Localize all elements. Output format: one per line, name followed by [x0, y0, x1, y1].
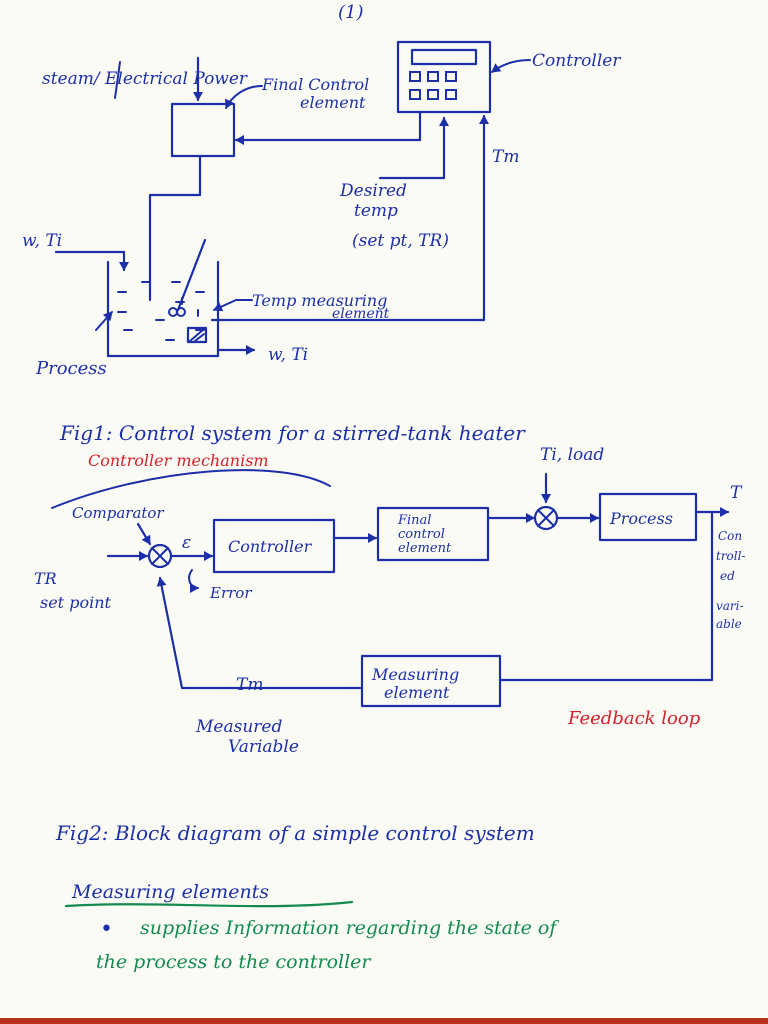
final-control-label: Final Control [261, 75, 369, 94]
process-block [598, 492, 698, 542]
fig2-block-diagram: Controller mechanism Ti, load Comparator… [34, 445, 746, 845]
steam-slash [114, 61, 121, 99]
tm-feedback-line [210, 114, 489, 322]
heating-pipe [148, 154, 202, 302]
final-control-block-label-1: Final [397, 513, 431, 528]
fig1-stirred-tank-heater: steam/ Electrical Power Final Control el… [22, 40, 621, 445]
inflow-label: w, Ti [22, 231, 62, 251]
feedback-to-comparator [156, 576, 364, 690]
page-edge-strip [0, 1018, 768, 1024]
page-number: (1) [338, 2, 364, 23]
t-label: T [730, 483, 743, 503]
controller-device [396, 40, 492, 114]
liquid-dashes [117, 281, 205, 341]
error-pointer [188, 569, 199, 593]
measuring-block-label-2: element [384, 683, 450, 702]
temp-sensor [186, 326, 208, 344]
process-pointer [95, 311, 113, 331]
inflow-arrow [54, 250, 129, 272]
controller-output-line [234, 110, 422, 145]
temp-measuring-pointer [213, 299, 253, 312]
final-control-block-label-3: element [398, 541, 452, 556]
setpoint-label: (set pt, TR) [352, 231, 449, 251]
controlled-variable-4: vari- [716, 599, 744, 613]
measuring-block-label-1: Measuring [371, 665, 459, 684]
measuring-elements-notes: Measuring elements • supplies Informatio… [64, 881, 559, 973]
controller-mechanism-label: Controller mechanism [88, 451, 269, 470]
controller-box [396, 40, 492, 114]
fig2-caption: Fig2: Block diagram of a simple control … [55, 821, 535, 845]
stirrer-shaft [176, 238, 207, 312]
note-line-2: the process to the controller [96, 951, 372, 973]
bullet: • [100, 917, 113, 942]
desired-temp-label-2: temp [354, 201, 398, 221]
comparator-pointer [136, 522, 152, 546]
setpoint-line [378, 116, 449, 180]
controller-mechanism-brace [51, 469, 331, 509]
controller-block [212, 518, 336, 574]
feedback-loop-label: Feedback loop [567, 708, 701, 729]
load-label: Ti, load [540, 445, 604, 465]
final-control-block-label-2: control [398, 527, 445, 542]
measured-variable-label-2: Variable [228, 737, 299, 757]
heading-underline [64, 900, 354, 908]
final-control-element-box [170, 102, 236, 158]
controller-display [410, 48, 478, 66]
controller-block-label: Controller [228, 537, 313, 556]
tr-label: TR [34, 569, 57, 588]
process-label: Process [35, 358, 107, 379]
process-block-label: Process [609, 509, 673, 528]
controlled-variable-3: ed [720, 569, 735, 583]
error-label: Error [209, 584, 252, 602]
measured-variable-label: Measured [195, 717, 282, 737]
comparator-label: Comparator [72, 504, 164, 522]
controlled-variable-2: troll- [716, 549, 746, 563]
set-point-label: set point [40, 593, 111, 612]
measuring-element-block [360, 654, 502, 708]
controller-label: Controller [532, 51, 621, 71]
stirrer-blade [168, 307, 178, 317]
outflow-label: w, Ti [268, 345, 308, 365]
steam-power-label: steam/ Electrical Power [42, 69, 248, 89]
tm-feedback-label: Tm [236, 675, 263, 695]
controller-pointer [491, 59, 531, 73]
feedback-output-line [498, 510, 714, 682]
note-line-1: supplies Information regarding the state… [140, 917, 559, 939]
controlled-variable-5: able [716, 617, 742, 631]
comparator-junction [147, 543, 173, 569]
epsilon-label: ε [182, 533, 191, 553]
final-control-label-2: element [300, 93, 366, 112]
fig1-caption: Fig1: Control system for a stirred-tank … [59, 421, 526, 445]
desired-temp-label: Desired [339, 181, 407, 201]
temp-measuring-label: Temp measuring [252, 291, 387, 310]
notes-heading: Measuring elements [71, 881, 269, 903]
controlled-variable-1: Con [718, 529, 742, 543]
load-junction [533, 505, 559, 531]
temp-measuring-label-2: element [332, 306, 390, 322]
final-control-block [376, 506, 490, 562]
tm-label: Tm [492, 147, 519, 167]
